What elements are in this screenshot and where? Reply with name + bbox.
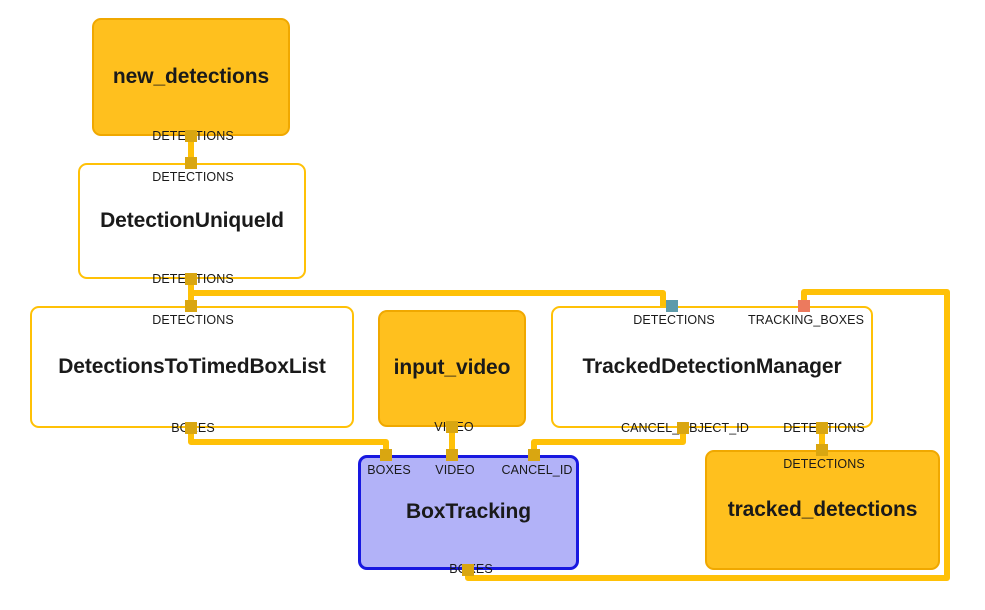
input-port-detections[interactable] — [666, 300, 678, 312]
node-tracked_detections[interactable]: tracked_detections DETECTIONS — [705, 450, 940, 570]
node-title: tracked_detections — [727, 497, 918, 521]
input-port-boxes[interactable] — [380, 449, 392, 461]
node-title: TrackedDetectionManager — [582, 354, 842, 378]
node-title: input_video — [393, 356, 511, 380]
port-label-detections: DETECTIONS — [783, 457, 865, 471]
node-input_video[interactable]: input_videoVIDEO — [378, 310, 526, 434]
output-port-detections[interactable] — [816, 422, 828, 434]
output-port-boxes[interactable] — [185, 422, 197, 434]
port-label-detections: DETECTIONS — [152, 313, 234, 327]
port-label-cancel-id: CANCEL_ID — [501, 463, 573, 477]
node-title: DetectionsToTimedBoxList — [58, 354, 326, 378]
edge — [188, 428, 389, 455]
port-label-video: VIDEO — [435, 463, 475, 477]
output-port-cancel-object-id[interactable] — [677, 422, 689, 434]
output-port-video[interactable] — [446, 421, 458, 433]
node-DetectionUniqueId[interactable]: DetectionUniqueIdDETECTIONSDETECTIONS — [78, 163, 306, 286]
output-port-detections[interactable] — [185, 273, 197, 285]
input-port-video[interactable] — [446, 449, 458, 461]
edge — [531, 428, 686, 455]
node-title: new_detections — [112, 64, 270, 88]
input-port-cancel-id[interactable] — [528, 449, 540, 461]
port-label-tracking-boxes: TRACKING_BOXES — [747, 313, 865, 327]
input-port-detections[interactable] — [816, 444, 828, 456]
input-port-detections[interactable] — [185, 157, 197, 169]
port-label-detections: DETECTIONS — [633, 313, 715, 327]
input-port-tracking-boxes[interactable] — [798, 300, 810, 312]
port-label-boxes: BOXES — [367, 463, 411, 477]
node-title: BoxTracking — [406, 500, 531, 524]
node-TrackedDetectionManager[interactable]: TrackedDetectionManager DETECTIONS TRACKIN… — [551, 306, 873, 435]
edge — [191, 290, 666, 306]
node-title: DetectionUniqueId — [100, 208, 284, 232]
node-DetectionsToTimedBoxList[interactable]: DetectionsToTimedBoxListDETECTIONSBOXES — [30, 306, 354, 435]
input-port-detections[interactable] — [185, 300, 197, 312]
output-port-boxes[interactable] — [462, 564, 474, 576]
output-port-detections[interactable] — [185, 130, 197, 142]
port-label-detections: DETECTIONS — [152, 170, 234, 184]
